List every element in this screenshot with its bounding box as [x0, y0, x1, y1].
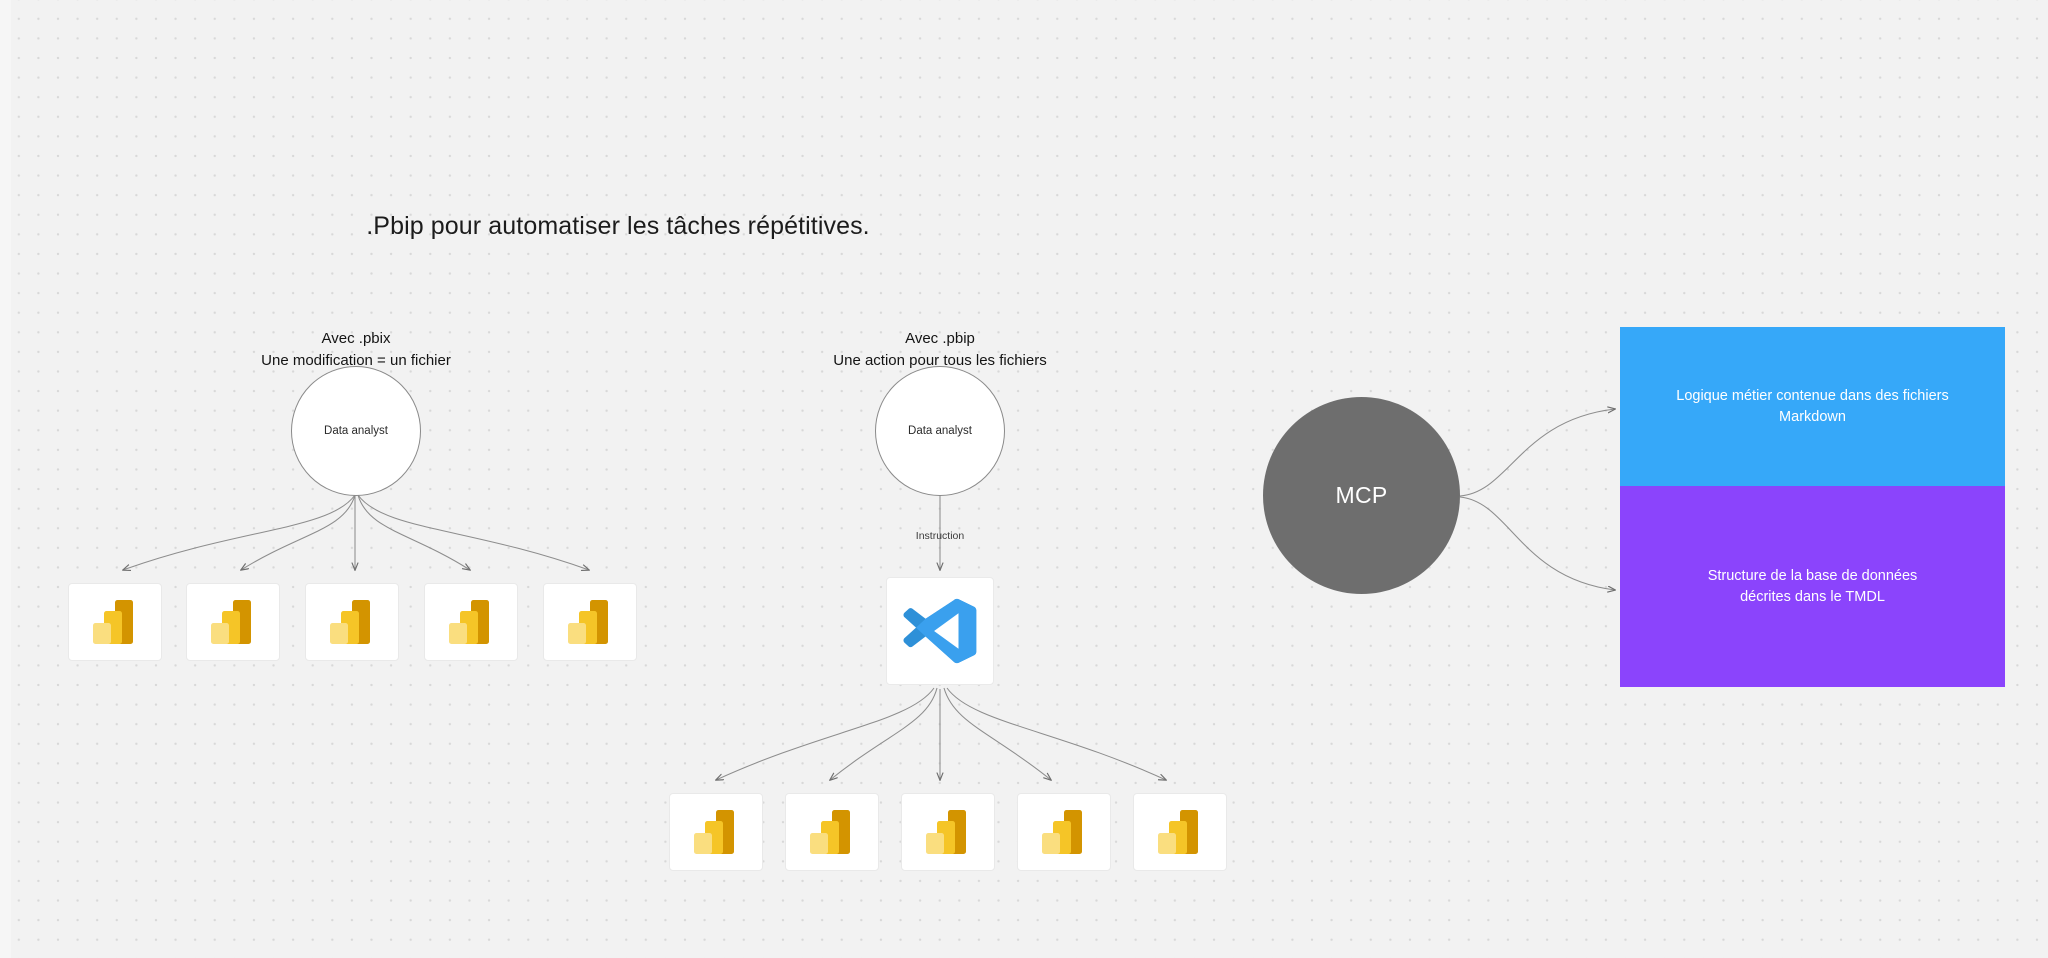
info-box-tmdl[interactable]: Structure de la base de données décrites… — [1620, 486, 2005, 687]
mcp-node[interactable]: MCP — [1263, 397, 1460, 594]
power-bi-file-card[interactable] — [1017, 793, 1111, 871]
power-bi-icon — [1042, 810, 1082, 854]
left-branch-caption: Avec .pbix Une modification = un fichier — [261, 328, 451, 372]
actor-data-analyst-pbix[interactable]: Data analyst — [291, 366, 421, 496]
power-bi-file-card[interactable] — [186, 583, 280, 661]
page-title: .Pbip pour automatiser les tâches répéti… — [366, 212, 870, 240]
power-bi-file-card[interactable] — [305, 583, 399, 661]
actor-label: Data analyst — [908, 425, 972, 437]
right-branch-caption-line1: Avec .pbip — [905, 330, 975, 347]
mcp-label: MCP — [1335, 482, 1388, 508]
right-branch-caption: Avec .pbip Une action pour tous les fich… — [833, 328, 1046, 372]
left-gutter — [0, 0, 11, 958]
actor-label: Data analyst — [324, 425, 388, 437]
power-bi-icon — [926, 810, 966, 854]
edge-label-instruction: Instruction — [915, 530, 965, 542]
power-bi-icon — [1158, 810, 1198, 854]
power-bi-file-card[interactable] — [1133, 793, 1227, 871]
vscode-icon — [903, 598, 977, 664]
right-branch-caption-line2: Une action pour tous les fichiers — [833, 352, 1047, 369]
power-bi-file-card[interactable] — [68, 583, 162, 661]
power-bi-file-card[interactable] — [543, 583, 637, 661]
power-bi-icon — [694, 810, 734, 854]
info-box-markdown[interactable]: Logique métier contenue dans des fichier… — [1620, 327, 2005, 486]
power-bi-file-card[interactable] — [901, 793, 995, 871]
info-box-markdown-text: Logique métier contenue dans des fichier… — [1676, 387, 1949, 425]
left-branch-caption-line2: Une modification = un fichier — [261, 352, 451, 369]
left-branch-caption-line1: Avec .pbix — [321, 330, 391, 347]
power-bi-file-card[interactable] — [785, 793, 879, 871]
power-bi-icon — [449, 600, 489, 644]
power-bi-icon — [810, 810, 850, 854]
info-box-tmdl-line2: décrites dans le TMDL — [1740, 588, 1885, 605]
actor-data-analyst-pbip[interactable]: Data analyst — [875, 366, 1005, 496]
power-bi-icon — [211, 600, 251, 644]
power-bi-icon — [330, 600, 370, 644]
power-bi-file-card[interactable] — [424, 583, 518, 661]
vscode-editor-card[interactable] — [886, 577, 994, 685]
info-box-tmdl-line1: Structure de la base de données — [1707, 567, 1918, 584]
power-bi-file-card[interactable] — [669, 793, 763, 871]
power-bi-icon — [568, 600, 608, 644]
power-bi-icon — [93, 600, 133, 644]
